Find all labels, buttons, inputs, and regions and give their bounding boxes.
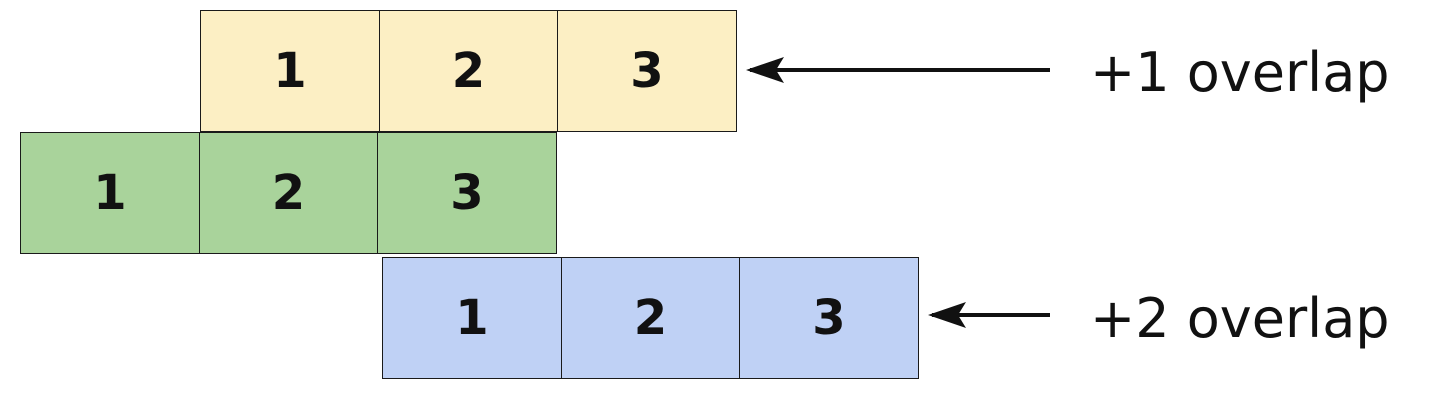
yellow-cell-1: 1 — [200, 10, 380, 132]
green-block-row: 1 2 3 — [20, 132, 557, 254]
arrow-left-icon — [746, 57, 1050, 83]
blue-cell-1: 1 — [382, 257, 562, 379]
yellow-cell-3: 3 — [557, 10, 737, 132]
blue-block-row: 1 2 3 — [382, 257, 919, 379]
green-cell-2: 2 — [198, 132, 379, 254]
yellow-cell-2: 2 — [378, 10, 559, 132]
green-cell-1: 1 — [20, 132, 200, 254]
blue-cell-2: 2 — [560, 257, 741, 379]
overlap-label-top: +1 overlap — [1090, 41, 1390, 104]
yellow-block-row: 1 2 3 — [200, 10, 737, 132]
green-cell-3: 3 — [377, 132, 557, 254]
overlap-label-bottom: +2 overlap — [1090, 287, 1390, 350]
arrow-left-icon — [928, 302, 1050, 328]
blue-cell-3: 3 — [739, 257, 919, 379]
